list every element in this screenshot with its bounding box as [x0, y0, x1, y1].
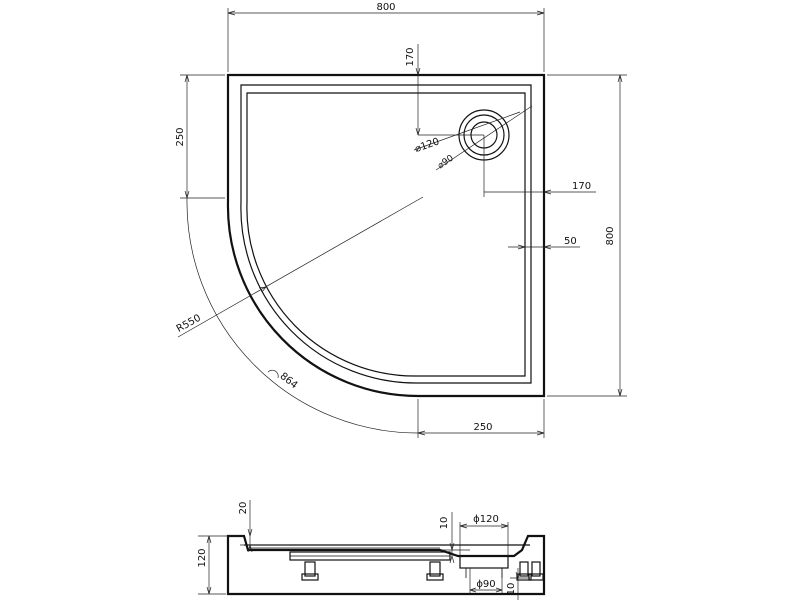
dim-side-drain-outer: ϕ120	[459, 514, 509, 556]
dim-drain-top-offset-label: 170	[405, 47, 416, 66]
foot-middle	[429, 561, 441, 577]
top-view: 800 800 170 170 50	[175, 2, 627, 438]
dim-side-total-height: 120	[197, 535, 226, 595]
foot-right-2	[531, 561, 541, 577]
dim-left-straight-label: 250	[175, 127, 186, 146]
dim-width-top-label: 800	[376, 2, 395, 13]
dim-side-rim-height-label: 20	[238, 502, 249, 515]
dim-side-total-height-label: 120	[197, 548, 208, 567]
dim-bottom-straight-label: 250	[473, 422, 492, 433]
dim-height-right-label: 800	[605, 226, 616, 245]
support-feet	[301, 561, 544, 581]
foot-left	[304, 561, 316, 577]
dim-left-straight: 250	[175, 74, 225, 199]
side-view: 20 120 10 ϕ120	[197, 500, 546, 600]
dim-width-top: 800	[227, 2, 545, 72]
dim-side-drain-depth-label: 10	[439, 517, 450, 530]
dim-rim-offset: 50	[508, 236, 580, 250]
dim-drain-right-offset: 170	[483, 135, 596, 197]
dim-drain-diameters: ⌀120 ⌀90	[414, 105, 533, 171]
dim-side-drain-depth: 10	[439, 512, 470, 564]
drain-inner-dia-label: ⌀90	[436, 153, 456, 171]
foot-right-1	[519, 561, 529, 577]
dim-drain-top-offset: 170	[405, 44, 484, 136]
dim-side-drain-inner: ϕ90	[469, 568, 503, 594]
tray-inner-rim	[240, 84, 532, 384]
dim-side-foot-height-label: 10	[506, 583, 517, 596]
dim-radius-label: R550	[175, 313, 203, 335]
dim-side-rim-height: 20	[226, 500, 290, 553]
dim-drain-right-offset-label: 170	[572, 181, 591, 192]
dim-bottom-straight: 250	[417, 399, 545, 438]
dim-arc-length: 864	[186, 197, 419, 434]
tray-outer-outline	[226, 73, 546, 398]
tray-basin-floor	[246, 92, 526, 377]
dim-side-drain-outer-label: ϕ120	[473, 514, 499, 525]
dim-side-foot-height: 10	[506, 568, 530, 600]
drain-outer-dia-label: ⌀120	[414, 136, 441, 155]
dim-radius: R550	[175, 196, 424, 338]
dim-rim-offset-label: 50	[564, 236, 577, 247]
dim-side-drain-inner-label: ϕ90	[476, 579, 495, 590]
dim-height-right: 800	[547, 74, 627, 397]
drain-fitting	[459, 555, 509, 569]
